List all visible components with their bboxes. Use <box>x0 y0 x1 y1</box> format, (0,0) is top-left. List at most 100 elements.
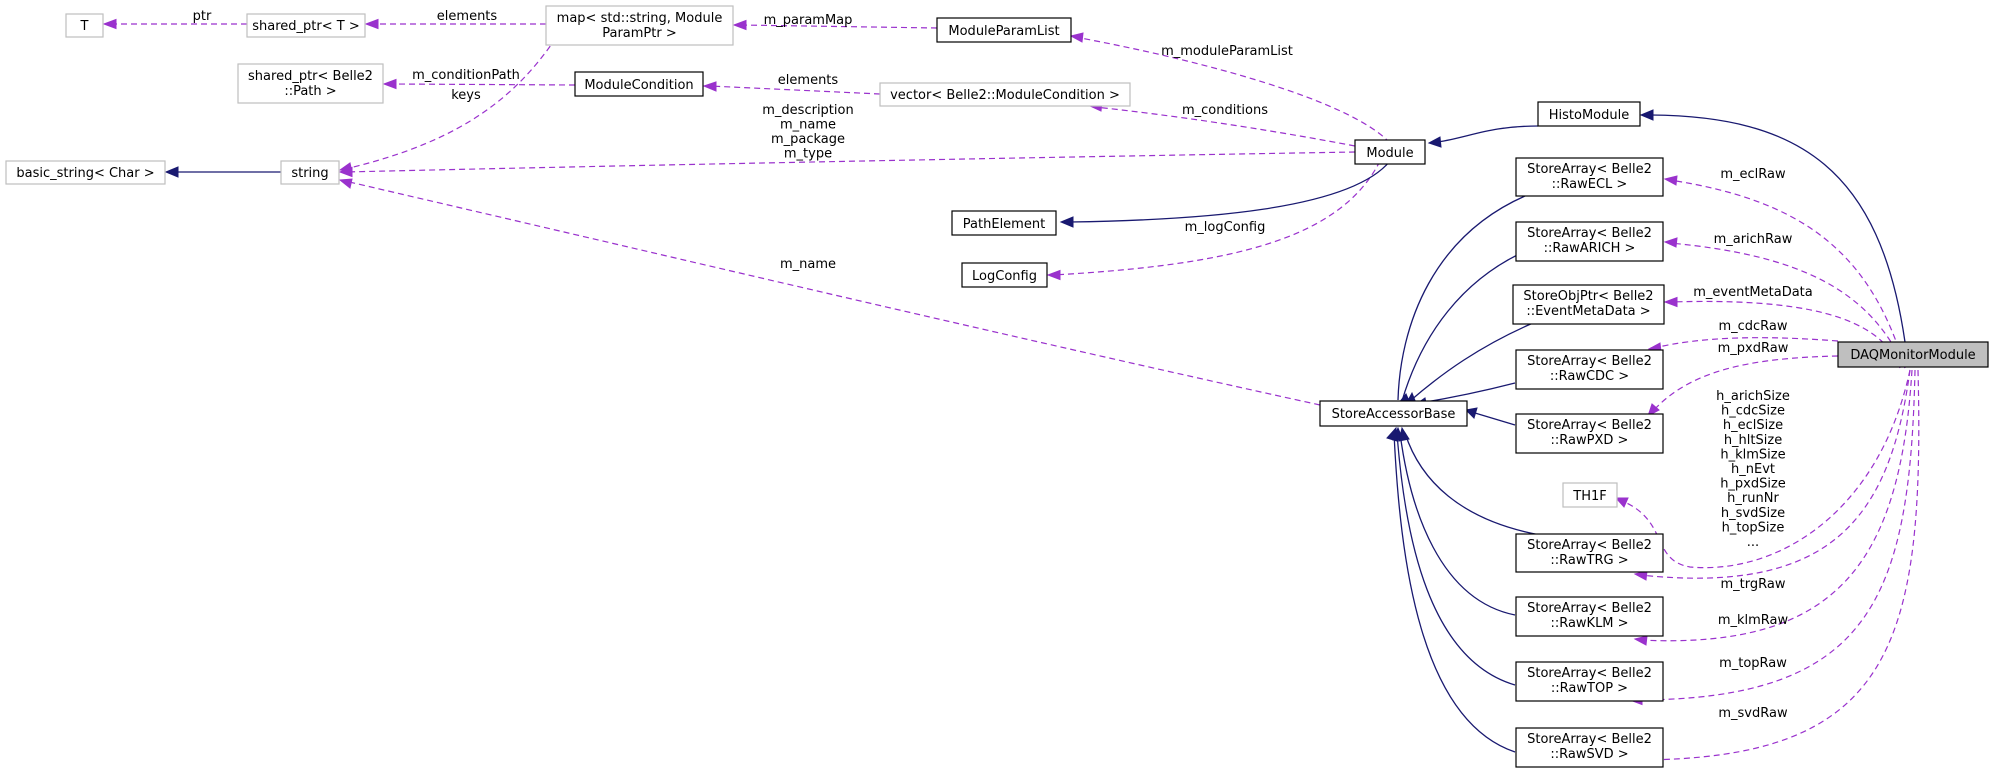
svg-text:DAQMonitorModule: DAQMonitorModule <box>1850 348 1975 363</box>
node-module[interactable]: Module <box>1354 139 1426 165</box>
edge-svd-sab <box>1393 432 1516 753</box>
text-line: StoreArray< Belle2 <box>1527 418 1652 433</box>
node-log-config[interactable]: LogConfig <box>961 262 1048 288</box>
text-line: ::RawTRG > <box>1550 553 1628 568</box>
node-store-accessor-base[interactable]: StoreAccessorBase <box>1319 400 1468 427</box>
svg-text:LogConfig: LogConfig <box>972 269 1037 284</box>
label-log-config-line: m_logConfig <box>1185 220 1266 235</box>
text-line: ::RawTOP > <box>1551 681 1628 696</box>
label-histograms-line: h_eclSize <box>1723 418 1783 433</box>
text-line: PathElement <box>963 217 1045 232</box>
label-event-meta-data: m_eventMetaData <box>1693 285 1813 300</box>
label-sab-name: m_name <box>780 257 836 272</box>
label-module-strings-line: m_type <box>784 147 832 162</box>
text-line: vector< Belle2::ModuleCondition > <box>890 88 1120 103</box>
sab-inheritance-arrowhead-2 <box>1398 426 1410 442</box>
edge-keys <box>344 37 557 170</box>
edge-sab-name <box>344 180 1321 406</box>
node-path-element[interactable]: PathElement <box>951 210 1057 236</box>
text-line: ::RawCDC > <box>1550 369 1629 384</box>
label-histograms-line: ... <box>1747 535 1759 550</box>
text-line: ParamPtr > <box>602 26 677 41</box>
node-th1f[interactable]: TH1F <box>1562 482 1618 508</box>
text-line: Module <box>1366 146 1413 161</box>
label-histograms-line: h_topSize <box>1722 520 1785 535</box>
text-line: ::Path > <box>284 84 336 99</box>
edge-module-path-element-arrowhead <box>1059 216 1074 228</box>
edge-klm-raw <box>1639 369 1913 642</box>
text-line: TH1F <box>1572 489 1606 504</box>
text-line: StoreArray< Belle2 <box>1527 162 1652 177</box>
label-ecl-raw-line: m_eclRaw <box>1720 167 1786 182</box>
text-line: StoreArray< Belle2 <box>1527 732 1652 747</box>
label-ptr: ptr <box>193 9 212 24</box>
node-raw-klm[interactable]: StoreArray< Belle2::RawKLM > <box>1515 596 1664 637</box>
node-string[interactable]: string <box>280 160 340 185</box>
edge-condition-path <box>389 83 576 86</box>
label-ecl-raw: m_eclRaw <box>1720 167 1786 182</box>
svg-text:string: string <box>291 166 328 181</box>
label-module-param-list: m_moduleParamList <box>1161 44 1293 59</box>
edge-labels: ptr elements keys m_paramMap m_modulePar… <box>193 9 1813 721</box>
node-shared-ptr-t[interactable]: shared_ptr< T > <box>246 13 366 38</box>
svg-text:StoreArray< Belle2::RawPXD >: StoreArray< Belle2::RawPXD > <box>1527 418 1652 448</box>
text-line: ::RawSVD > <box>1550 747 1628 762</box>
node-shared-ptr-path[interactable]: shared_ptr< Belle2::Path > <box>237 63 384 104</box>
label-condition-path-line: m_conditionPath <box>412 68 520 83</box>
node-module-condition[interactable]: ModuleCondition <box>574 71 704 97</box>
edge-module-strings <box>344 151 1356 173</box>
svg-text:StoreObjPtr< Belle2::EventMeta: StoreObjPtr< Belle2::EventMetaData > <box>1523 289 1653 319</box>
label-module-strings-line: m_package <box>771 132 845 147</box>
svg-text:TH1F: TH1F <box>1572 489 1606 504</box>
label-log-config: m_logConfig <box>1185 220 1266 235</box>
edge-sab-name-arrowhead <box>338 178 353 189</box>
node-module-param-list[interactable]: ModuleParamList <box>936 17 1072 43</box>
text-line: ModuleCondition <box>584 78 693 93</box>
edge-ecl-raw-arrowhead <box>1663 175 1678 186</box>
edge-string-basic-string-arrowhead <box>164 166 179 178</box>
label-arich-raw: m_arichRaw <box>1714 232 1793 247</box>
node-raw-trg[interactable]: StoreArray< Belle2::RawTRG > <box>1515 533 1664 573</box>
edge-trg-raw <box>1639 369 1911 579</box>
edge-module-param-list <box>1074 36 1391 144</box>
label-keys: keys <box>451 88 481 103</box>
svg-text:vector< Belle2::ModuleConditio: vector< Belle2::ModuleCondition > <box>890 88 1120 103</box>
edge-klm-raw-arrowhead <box>1633 635 1648 646</box>
node-t[interactable]: T <box>65 13 104 38</box>
nodes: T shared_ptr< T > map< std::string, Modu… <box>5 5 1989 768</box>
label-histograms-line: h_arichSize <box>1716 389 1790 404</box>
node-raw-pxd[interactable]: StoreArray< Belle2::RawPXD > <box>1515 413 1664 454</box>
label-svd-raw: m_svdRaw <box>1718 706 1788 721</box>
label-histograms-line: h_cdcSize <box>1721 404 1785 419</box>
label-histograms-line: h_runNr <box>1727 491 1779 506</box>
node-raw-svd[interactable]: StoreArray< Belle2::RawSVD > <box>1515 727 1664 768</box>
label-module-strings-line: m_description <box>762 103 853 118</box>
label-svd-raw-line: m_svdRaw <box>1718 706 1788 721</box>
edge-elements-vector <box>709 85 881 95</box>
node-basic-string[interactable]: basic_string< Char > <box>5 160 166 185</box>
node-raw-arich[interactable]: StoreArray< Belle2::RawARICH > <box>1515 221 1664 262</box>
label-condition-path: m_conditionPath <box>412 68 520 83</box>
node-histo-module[interactable]: HistoModule <box>1537 101 1641 127</box>
edge-log-config <box>1052 160 1381 276</box>
label-histograms-line: h_klmSize <box>1720 447 1785 462</box>
edge-module-param-list-arrowhead <box>1069 32 1084 43</box>
node-raw-cdc[interactable]: StoreArray< Belle2::RawCDC > <box>1515 349 1664 390</box>
node-event-meta-data[interactable]: StoreObjPtr< Belle2::EventMetaData > <box>1512 284 1665 325</box>
node-daq-monitor-module[interactable]: DAQMonitorModule <box>1837 341 1989 368</box>
svg-text:StoreArray< Belle2::RawKLM >: StoreArray< Belle2::RawKLM > <box>1527 601 1652 631</box>
node-raw-top[interactable]: StoreArray< Belle2::RawTOP > <box>1515 661 1664 702</box>
label-module-strings-line: m_name <box>780 118 836 133</box>
node-raw-ecl[interactable]: StoreArray< Belle2::RawECL > <box>1515 157 1664 197</box>
storearray-inheritance-edges <box>1393 189 1541 753</box>
edges <box>102 18 1920 766</box>
sab-inheritance-arrowhead-3 <box>1386 426 1398 442</box>
label-ptr-line: ptr <box>193 9 212 24</box>
node-vector-condition[interactable]: vector< Belle2::ModuleCondition > <box>879 82 1131 107</box>
label-cdc-raw: m_cdcRaw <box>1718 319 1787 334</box>
